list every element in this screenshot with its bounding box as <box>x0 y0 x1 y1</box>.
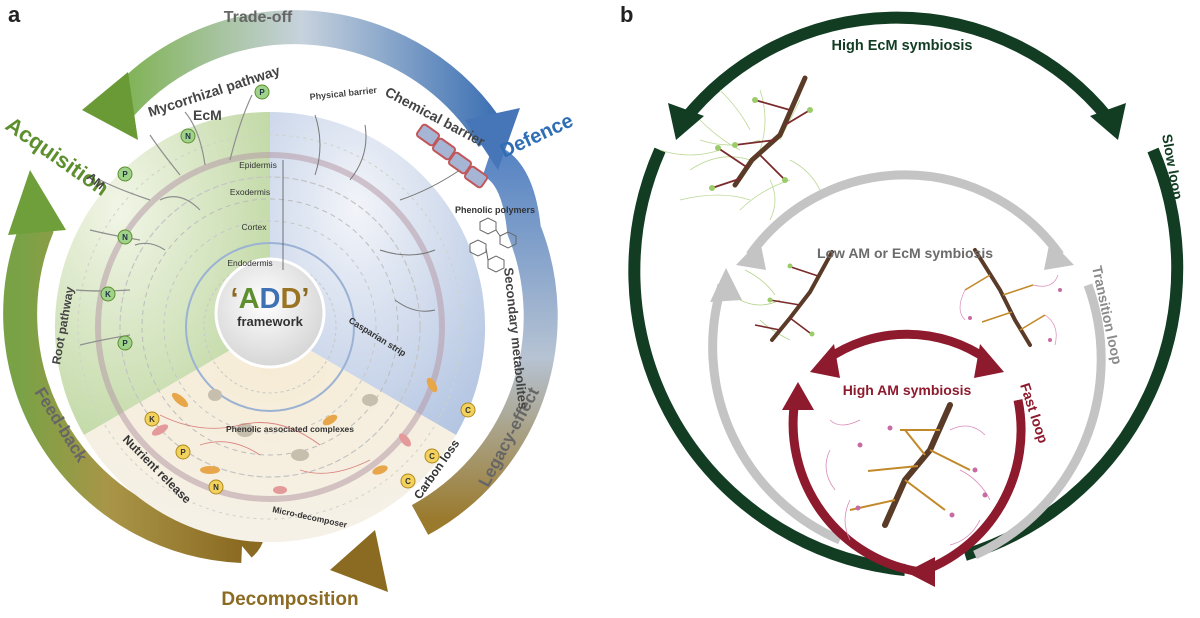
badge-p-3: P <box>117 335 133 351</box>
decomposition-sector <box>84 327 456 543</box>
nutrient-badges: N P P N K P K P N C C C <box>100 84 476 495</box>
fast-loop-left-arrowhead <box>810 344 840 378</box>
badge-n-3: N <box>208 479 224 495</box>
trade-off-arc <box>96 10 508 147</box>
trade-off-arrowhead <box>82 72 138 140</box>
label-low-am-ecm: Low AM or EcM symbiosis <box>817 245 993 261</box>
svg-text:N: N <box>185 132 191 141</box>
slow-loop-left-arc <box>628 147 906 576</box>
fast-loop-top-arc <box>823 329 991 364</box>
root-cross-section <box>77 134 463 520</box>
svg-text:P: P <box>122 339 128 348</box>
badge-c-3: C <box>400 473 416 489</box>
layer-epidermis: Epidermis <box>239 160 277 170</box>
label-phenolic-polymers: Phenolic polymers <box>455 205 535 215</box>
defence-structures <box>314 114 461 312</box>
fast-loop-up-arrowhead <box>782 382 814 410</box>
svg-text:N: N <box>122 233 128 242</box>
label-high-ecm: High EcM symbiosis <box>831 38 972 54</box>
label-ecm: EcM <box>193 107 222 123</box>
panel-b: b <box>620 2 1186 587</box>
svg-text:K: K <box>105 290 111 299</box>
label-physical-barrier: Physical barrier <box>309 85 378 102</box>
badge-p-2: P <box>117 166 133 182</box>
badge-p-1: P <box>254 84 270 100</box>
legacy-effect-arc <box>411 143 558 535</box>
legacy-effect-arrowhead <box>330 530 388 592</box>
badge-k-2: K <box>144 411 160 427</box>
ecm-root-illustration <box>659 75 821 221</box>
badge-c-2: C <box>424 448 440 464</box>
low-symbiosis-root-right <box>959 248 1062 347</box>
fast-loop-bottom-arrowhead <box>906 557 935 587</box>
svg-text:P: P <box>122 170 128 179</box>
svg-text:C: C <box>405 477 411 486</box>
badge-p-4: P <box>175 444 191 460</box>
panel-a: a <box>1 2 577 610</box>
transition-loop-right-arrowhead <box>1044 240 1074 270</box>
svg-text:P: P <box>180 448 186 457</box>
label-high-am: High AM symbiosis <box>843 382 972 398</box>
add-title: ‘ADD’ <box>231 283 310 315</box>
am-root-illustration <box>825 402 991 546</box>
low-symbiosis-root-left <box>739 250 834 342</box>
decomposer-hyphae <box>159 414 371 474</box>
label-trade-off: Trade-off <box>224 9 293 26</box>
svg-text:K: K <box>149 415 155 424</box>
badge-c-1: C <box>460 402 476 418</box>
panel-b-label: b <box>620 2 633 27</box>
fast-loop-right-arc <box>918 399 1026 577</box>
add-subtitle: framework <box>237 314 304 329</box>
slow-loop-right-arc <box>963 147 1184 561</box>
layer-cortex: Cortex <box>241 222 267 232</box>
badge-k-1: K <box>100 286 116 302</box>
layer-exodermis: Exodermis <box>230 187 270 197</box>
transition-loop-top-arc <box>746 170 1064 258</box>
chemical-barrier-cells <box>415 123 489 189</box>
label-phenolic-complexes: Phenolic associated complexes <box>226 424 354 434</box>
center-disc <box>214 257 326 369</box>
layer-endodermis: Endodermis <box>227 258 272 268</box>
slow-loop-right-arrowhead <box>1090 103 1126 140</box>
transition-loop-right-arc <box>973 283 1106 560</box>
slow-loop-left-arrowhead <box>668 103 704 140</box>
defence-arrowhead <box>465 108 520 170</box>
svg-text:C: C <box>429 452 435 461</box>
svg-text:P: P <box>259 88 265 97</box>
fast-loop-right-arrowhead <box>974 344 1004 378</box>
svg-text:N: N <box>213 483 219 492</box>
label-decomposition: Decomposition <box>221 589 358 610</box>
transition-loop-left-arrowhead <box>736 240 766 270</box>
feed-back-arrowhead <box>8 170 66 235</box>
badge-n-1: N <box>180 128 196 144</box>
decomposer-particles <box>151 377 438 494</box>
acquisition-sector <box>54 111 270 435</box>
transition-loop-left-arc <box>708 283 842 545</box>
badge-n-2: N <box>117 229 133 245</box>
panel-a-label: a <box>8 2 21 27</box>
feed-back-arc <box>3 218 243 563</box>
svg-text:C: C <box>465 406 471 415</box>
phenolic-polymer-structure <box>469 217 517 273</box>
fast-loop-left-arc <box>788 399 921 577</box>
transition-loop-up-arrowhead <box>710 268 742 302</box>
slow-loop-top-arc <box>681 11 1113 122</box>
defence-sector <box>270 111 486 435</box>
